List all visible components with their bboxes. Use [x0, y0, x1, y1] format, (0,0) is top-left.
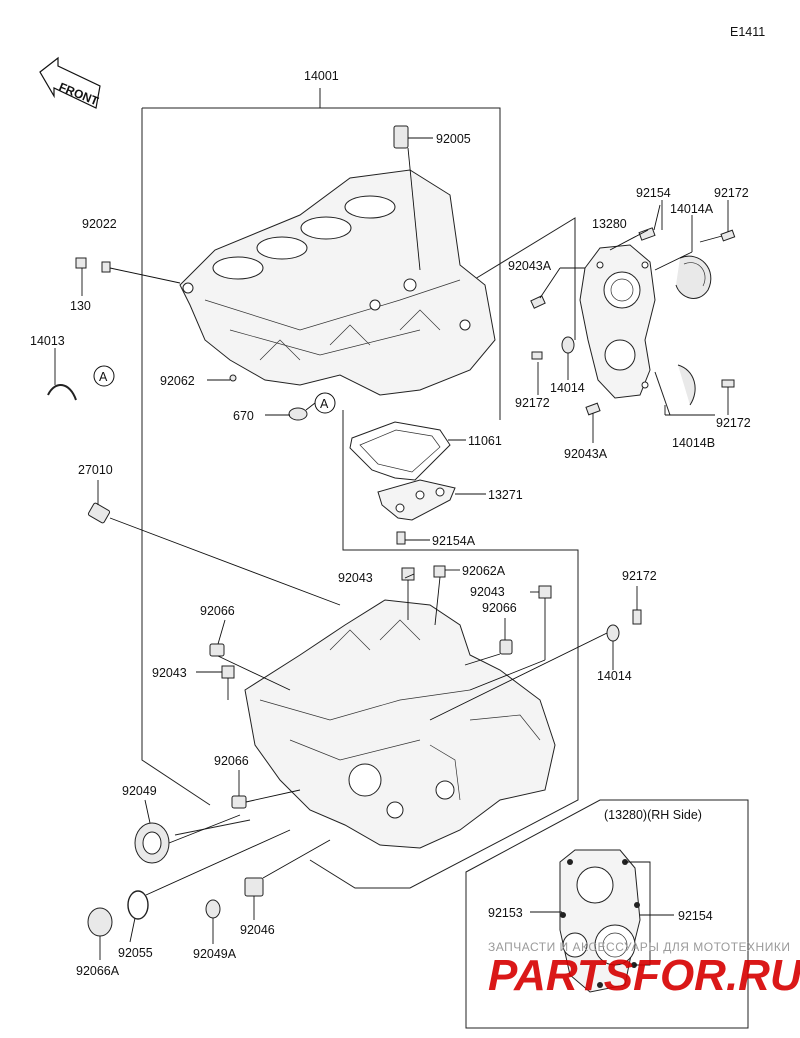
inset-label-92154: 92154: [678, 909, 713, 923]
bolt-92154A: [396, 531, 406, 545]
seal-92049: [134, 822, 170, 864]
dowel-92043-c: [221, 665, 235, 679]
plate-13271: [377, 479, 456, 521]
oring-670: [288, 407, 308, 421]
label-92154A: 92154A: [432, 534, 476, 548]
seal-92049A: [205, 899, 221, 919]
label-130: 130: [70, 299, 91, 313]
label-14013: 14013: [30, 334, 65, 348]
label-92055: 92055: [118, 946, 153, 960]
label-92062: 92062: [160, 374, 195, 388]
bolt-92022: [101, 261, 111, 273]
label-11061: 11061: [468, 434, 502, 448]
bolt-92154-top: [638, 204, 661, 241]
label-14014B: 14014B: [672, 436, 715, 450]
plug-92066-c: [231, 795, 247, 809]
dowel-92043-b: [538, 585, 552, 599]
gasket-11061: [349, 421, 451, 481]
label-92066-a: 92066: [200, 604, 235, 618]
watermark-brand: PARTSFOR.RU: [488, 951, 800, 1000]
label-92062A: 92062A: [462, 564, 506, 578]
label-92172-left: 92172: [515, 396, 550, 410]
clip-14013: [47, 384, 77, 401]
label-27010: 27010: [78, 463, 113, 477]
sender-27010: [87, 502, 111, 524]
label-92043A-bottom: 92043A: [564, 447, 608, 461]
inset-label-92153: 92153: [488, 906, 523, 920]
ref-circle-a1: A: [93, 365, 115, 387]
dowel-92043-a: [401, 567, 415, 581]
label-92172-right: 92172: [716, 416, 751, 430]
cover-13280: [579, 244, 656, 399]
label-14014A: 14014A: [670, 202, 714, 216]
bearing-92046: [244, 877, 264, 897]
label-92049: 92049: [122, 784, 157, 798]
label-92066-c: 92066: [214, 754, 249, 768]
pin-92062: [229, 374, 237, 382]
inset-rh-side: (13280)(RH Side) 92153 92154: [465, 799, 749, 1029]
bolt-92172-top: [720, 229, 736, 242]
label-92043A-top: 92043A: [508, 259, 552, 273]
ref-a2-label: A: [320, 397, 329, 411]
label-92005: 92005: [436, 132, 471, 146]
label-14001: 14001: [304, 69, 339, 83]
plug-92062A: [433, 565, 446, 578]
nut-130: [75, 257, 87, 269]
assembly-frame-lower: [174, 640, 579, 889]
gasket-14014B: [677, 364, 696, 406]
bolt-92172-right: [721, 379, 735, 388]
label-13280: 13280: [592, 217, 627, 231]
label-92154-top: 92154: [636, 186, 671, 200]
watermark: ЗАПЧАСТИ И АКСЕССУАРЫ ДЛЯ МОТОТЕХНИКИ PA…: [488, 940, 800, 1000]
label-14014-top: 14014: [550, 381, 585, 395]
oring-14014-top: [561, 336, 575, 354]
label-92172-top: 92172: [714, 186, 749, 200]
upper-crankcase: [179, 169, 496, 396]
label-92022: 92022: [82, 217, 117, 231]
label-92066-b: 92066: [482, 601, 517, 615]
plug-92066-b: [499, 639, 513, 655]
bolt-92172-mid: [632, 609, 642, 625]
callout-labels: 14001 92005 92022 130 14013 92062 670 92…: [30, 69, 751, 978]
label-92046: 92046: [240, 923, 275, 937]
gasket-14014A: [675, 255, 712, 299]
label-92043-c: 92043: [152, 666, 187, 680]
label-92043-b: 92043: [470, 585, 505, 599]
plug-92005: [393, 125, 409, 149]
ref-circle-a2: A: [314, 392, 336, 414]
watermark-tagline: ЗАПЧАСТИ И АКСЕССУАРЫ ДЛЯ МОТОТЕХНИКИ: [488, 940, 790, 954]
assembly-frame-oilpan: [342, 410, 579, 640]
label-92172-mid: 92172: [622, 569, 657, 583]
lower-crankcase: [244, 599, 556, 849]
ref-a1-label: A: [99, 370, 108, 384]
label-670: 670: [233, 409, 254, 423]
label-92049A: 92049A: [193, 947, 237, 961]
plug-92066A: [87, 907, 113, 937]
assembly-frame-13280: [469, 217, 671, 416]
label-13271: 13271: [488, 488, 523, 502]
leader-lines: [54, 137, 729, 960]
front-arrow-icon: FRONT: [39, 56, 101, 109]
bolt-92172-left: [531, 351, 543, 360]
label-92066A: 92066A: [76, 964, 120, 978]
inset-cover-13280: [559, 849, 641, 993]
oring-92055: [127, 890, 149, 920]
dowel-92043A-top: [530, 295, 546, 309]
diagram-code: E1411: [730, 25, 765, 39]
dowel-92043A-bottom: [585, 402, 601, 416]
label-92043-a: 92043: [338, 571, 373, 585]
plug-92066-a: [209, 643, 225, 657]
inset-title: (13280)(RH Side): [604, 808, 702, 822]
assembly-frame-14001: [141, 88, 501, 806]
label-14014-mid: 14014: [597, 669, 632, 683]
